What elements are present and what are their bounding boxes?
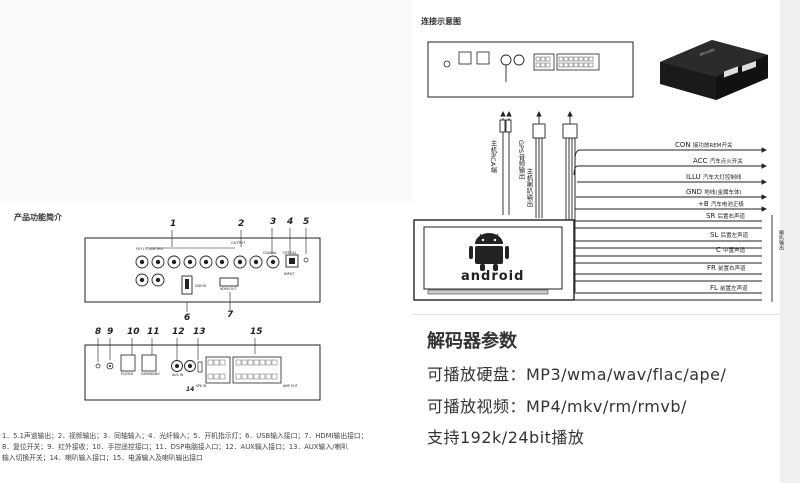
number-13: 13 xyxy=(193,327,206,337)
wire-label-sl: SL 后置左声道 xyxy=(710,231,748,239)
wire-label-gnd: GND 地线(金属车体) xyxy=(686,188,742,196)
android-logo-text: android xyxy=(461,269,525,284)
wire-code: FR xyxy=(707,264,716,272)
wire-code: SR xyxy=(706,212,716,220)
spk-in-label: SPK IN xyxy=(196,384,207,388)
top-left-blank xyxy=(0,0,412,203)
wire-desc: 前置左声道 xyxy=(720,286,748,292)
connection-device-panel xyxy=(427,41,634,98)
feature-panel-front: FR FL C SUB SRO xyxy=(84,228,321,312)
number-12: 12 xyxy=(172,327,185,337)
number-7: 7 xyxy=(227,310,234,320)
wire-desc: 汽车大灯控制线 xyxy=(702,175,742,181)
speaker-vertical-label: 主机喇叭输出 xyxy=(525,168,533,207)
feature-note-2: 8．复位开关；9．红外接收；10．手控遥控接口；11．DSP电脑接入口；12．A… xyxy=(2,443,349,451)
wire-desc: 中置声道 xyxy=(723,248,746,254)
number-4: 4 xyxy=(287,217,294,227)
wire-desc: 后置右声道 xyxy=(717,214,746,220)
output-label: OUTPUT xyxy=(231,241,246,245)
gps-vertical-label: GPS音频输出 xyxy=(517,140,525,180)
number-2: 2 xyxy=(238,219,245,229)
speaker-side-label: 喇叭输出 xyxy=(778,230,784,250)
number-8: 8 xyxy=(95,327,102,337)
number-15: 15 xyxy=(250,327,263,337)
usb-label: USB IN xyxy=(195,284,206,288)
number-3: 3 xyxy=(270,217,277,227)
number-10: 10 xyxy=(127,327,140,337)
wire-code: SL xyxy=(710,231,719,239)
wire-desc: 后置左声道 xyxy=(720,233,749,239)
svg-text:decoder: decoder xyxy=(699,47,716,57)
pc-label: PC/DSD xyxy=(121,372,134,376)
android-head-unit xyxy=(413,219,575,301)
feature-panel-rear xyxy=(84,338,321,401)
input-label: INPUT xyxy=(284,272,295,276)
wire-code: C xyxy=(716,246,721,254)
aux-in-label: AUX IN xyxy=(172,373,184,377)
wire-code: ILLU xyxy=(686,173,701,181)
specs-title: 解码器参数 xyxy=(427,331,517,352)
wire-label-con: CON 接功放REM开关 xyxy=(675,141,732,149)
wire-code: FL xyxy=(710,284,718,292)
rca-vertical-label: 主机RCA端 xyxy=(489,140,497,173)
number-5: 5 xyxy=(303,217,310,227)
svg-text:FR FL C SUB SRO: FR FL C SUB SRO xyxy=(136,247,164,251)
wire-code: +B xyxy=(698,200,709,208)
amp-out-label: AMP OUT xyxy=(283,384,298,388)
wire-code: ACC xyxy=(693,157,708,165)
feature-note-3: 输入切换开关；14．喇叭输入接口；15．电源输入及喇叭输出接口 xyxy=(2,454,203,462)
wire-label-fr: FR 前置右声道 xyxy=(707,264,746,272)
features-title: 产品功能简介 xyxy=(14,213,62,222)
optical-label: OPTICAL xyxy=(283,251,297,255)
wire-code: GND xyxy=(686,188,703,196)
wire-desc: 汽车点火开关 xyxy=(709,159,743,165)
remote-label: EXPANDING xyxy=(141,372,160,376)
wire-label-b: +B 汽车电池正极 xyxy=(698,200,744,208)
number-6: 6 xyxy=(184,313,191,323)
wire-desc: 前置右声道 xyxy=(718,266,746,272)
connection-title: 连接示意图 xyxy=(421,17,461,26)
feature-note-1: 1．5.1声道输出；2．视频输出；3．同轴输入；4．光纤输入；5．开机指示灯；6… xyxy=(2,432,368,440)
right-edge-strip xyxy=(780,0,800,483)
wire-code: CON xyxy=(675,141,691,149)
wire-label-acc: ACC 汽车点火开关 xyxy=(693,157,743,165)
wire-desc: 接功放REM开关 xyxy=(692,143,733,149)
wire-label-c: C 中置声道 xyxy=(716,246,745,254)
hdmi-label: HDMI OUT xyxy=(220,287,237,291)
specs-line-3: 支持192k/24bit播放 xyxy=(427,428,585,447)
number-14: 14 xyxy=(186,386,195,393)
number-9: 9 xyxy=(107,327,114,337)
coaxial-label: COAXIAL xyxy=(263,251,277,255)
wire-label-sr: SR 后置右声道 xyxy=(706,212,745,220)
divider xyxy=(412,314,780,315)
wire-desc: 汽车电池正极 xyxy=(710,202,744,208)
wire-label-fl: FL 前置左声道 xyxy=(710,284,748,292)
wire-label-illu: ILLU 汽车大灯控制线 xyxy=(686,173,741,181)
specs-line-1: 可播放硬盘：MP3/wma/wav/flac/ape/ xyxy=(427,365,727,384)
number-1: 1 xyxy=(170,219,177,229)
number-11: 11 xyxy=(147,327,160,337)
specs-line-2: 可播放视频：MP4/mkv/rm/rmvb/ xyxy=(427,397,687,416)
wire-desc: 地线(金属车体) xyxy=(704,190,742,196)
decoder-product-photo: decoder xyxy=(660,40,768,100)
